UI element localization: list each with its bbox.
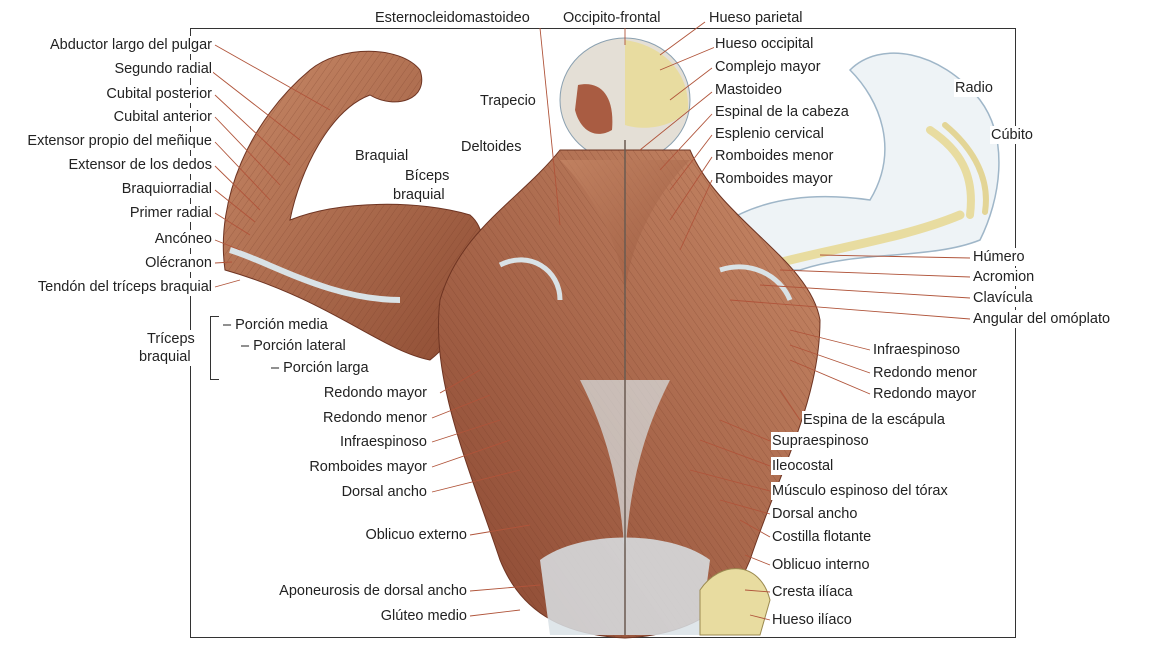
label-aponeurosis-de-dorsal-ancho: Aponeurosis de dorsal ancho (278, 582, 468, 600)
label-triceps-group-line2: braquial (138, 348, 192, 366)
back-muscles (437, 140, 821, 639)
label-redondo-mayor-right: Redondo mayor (872, 385, 978, 403)
label-costilla-flotante: Costilla flotante (771, 528, 873, 546)
label-segundo-radial: Segundo radial (113, 60, 213, 78)
head (559, 37, 691, 163)
label-redondo-menor-left: Redondo menor (322, 409, 428, 427)
label-cubito: Cúbito (990, 126, 1034, 144)
label-deltoides: Deltoides (461, 139, 522, 155)
label-redondo-menor-right: Redondo menor (872, 364, 978, 382)
label-extensor-de-los-dedos: Extensor de los dedos (67, 156, 213, 174)
label-oblicuo-interno: Oblicuo interno (771, 556, 871, 574)
label-angular-del-omoplato: Angular del omóplato (972, 310, 1112, 328)
label-clavicula: Clavícula (972, 289, 1034, 307)
label-radio: Radio (954, 79, 994, 97)
label-espinal-de-la-cabeza: Espinal de la cabeza (714, 103, 850, 121)
label-complejo-mayor: Complejo mayor (714, 58, 822, 76)
label-braquial: Braquial (355, 148, 409, 164)
label-gluteo-medio: Glúteo medio (379, 607, 468, 625)
label-porcion-media: – Porción media (222, 316, 329, 334)
label-romboides-mayor-right: Romboides mayor (714, 170, 834, 188)
label-biceps: Bíceps (405, 168, 450, 184)
label-trapecio: Trapecio (480, 93, 536, 109)
label-hueso-iliaco: Hueso ilíaco (771, 611, 853, 629)
label-anconeo: Ancóneo (153, 230, 213, 248)
label-romboides-menor: Romboides menor (714, 147, 835, 165)
label-humero: Húmero (972, 248, 1026, 266)
label-olecranon: Olécranon (144, 254, 213, 272)
label-tendon-del-triceps-braquial: Tendón del tríceps braquial (36, 278, 213, 296)
right-arm-skeleton (678, 52, 1000, 273)
label-infraespinoso-right: Infraespinoso (872, 341, 962, 359)
label-dorsal-ancho-right: Dorsal ancho (771, 505, 859, 523)
label-dorsal-ancho-left: Dorsal ancho (340, 483, 428, 501)
left-arm-muscles (222, 50, 485, 361)
triceps-bracket (210, 316, 219, 380)
label-mastoideo: Mastoideo (714, 81, 783, 99)
label-primer-radial: Primer radial (128, 204, 213, 222)
label-supraespinoso: Supraespinoso (771, 432, 870, 450)
label-oblicuo-externo: Oblicuo externo (364, 526, 468, 544)
label-cubital-posterior: Cubital posterior (105, 85, 213, 103)
label-acromion: Acromion (972, 268, 1036, 286)
label-redondo-mayor-left: Redondo mayor (322, 384, 428, 402)
label-occipito-frontal: Occipito-frontal (560, 10, 664, 26)
label-esternocleidomastoideo: Esternocleidomastoideo (372, 10, 533, 26)
label-cubital-anterior: Cubital anterior (112, 108, 213, 126)
label-ileocostal: Ileocostal (771, 457, 835, 475)
leader-lines (209, 21, 971, 621)
label-porcion-lateral: – Porción lateral (240, 337, 347, 355)
label-espina-de-la-escapula: Espina de la escápula (802, 411, 946, 429)
label-hueso-parietal: Hueso parietal (706, 10, 806, 26)
label-abductor-largo-del-pulgar: Abductor largo del pulgar (48, 36, 213, 54)
label-biceps-braquial: braquial (393, 187, 445, 203)
label-musculo-espinoso-del-torax: Músculo espinoso del tórax (771, 482, 949, 500)
label-porcion-larga: – Porción larga (270, 359, 370, 377)
label-hueso-occipital: Hueso occipital (714, 35, 815, 53)
label-braquiorradial: Braquiorradial (120, 180, 213, 198)
label-cresta-iliaca: Cresta ilíaca (771, 583, 854, 601)
label-infraespinoso-left: Infraespinoso (338, 433, 428, 451)
label-esplenio-cervical: Esplenio cervical (714, 125, 825, 143)
label-romboides-mayor-left: Romboides mayor (308, 458, 428, 476)
label-triceps-group-line1: Tríceps (146, 330, 196, 348)
label-extensor-propio-del-menique: Extensor propio del meñique (26, 132, 213, 150)
